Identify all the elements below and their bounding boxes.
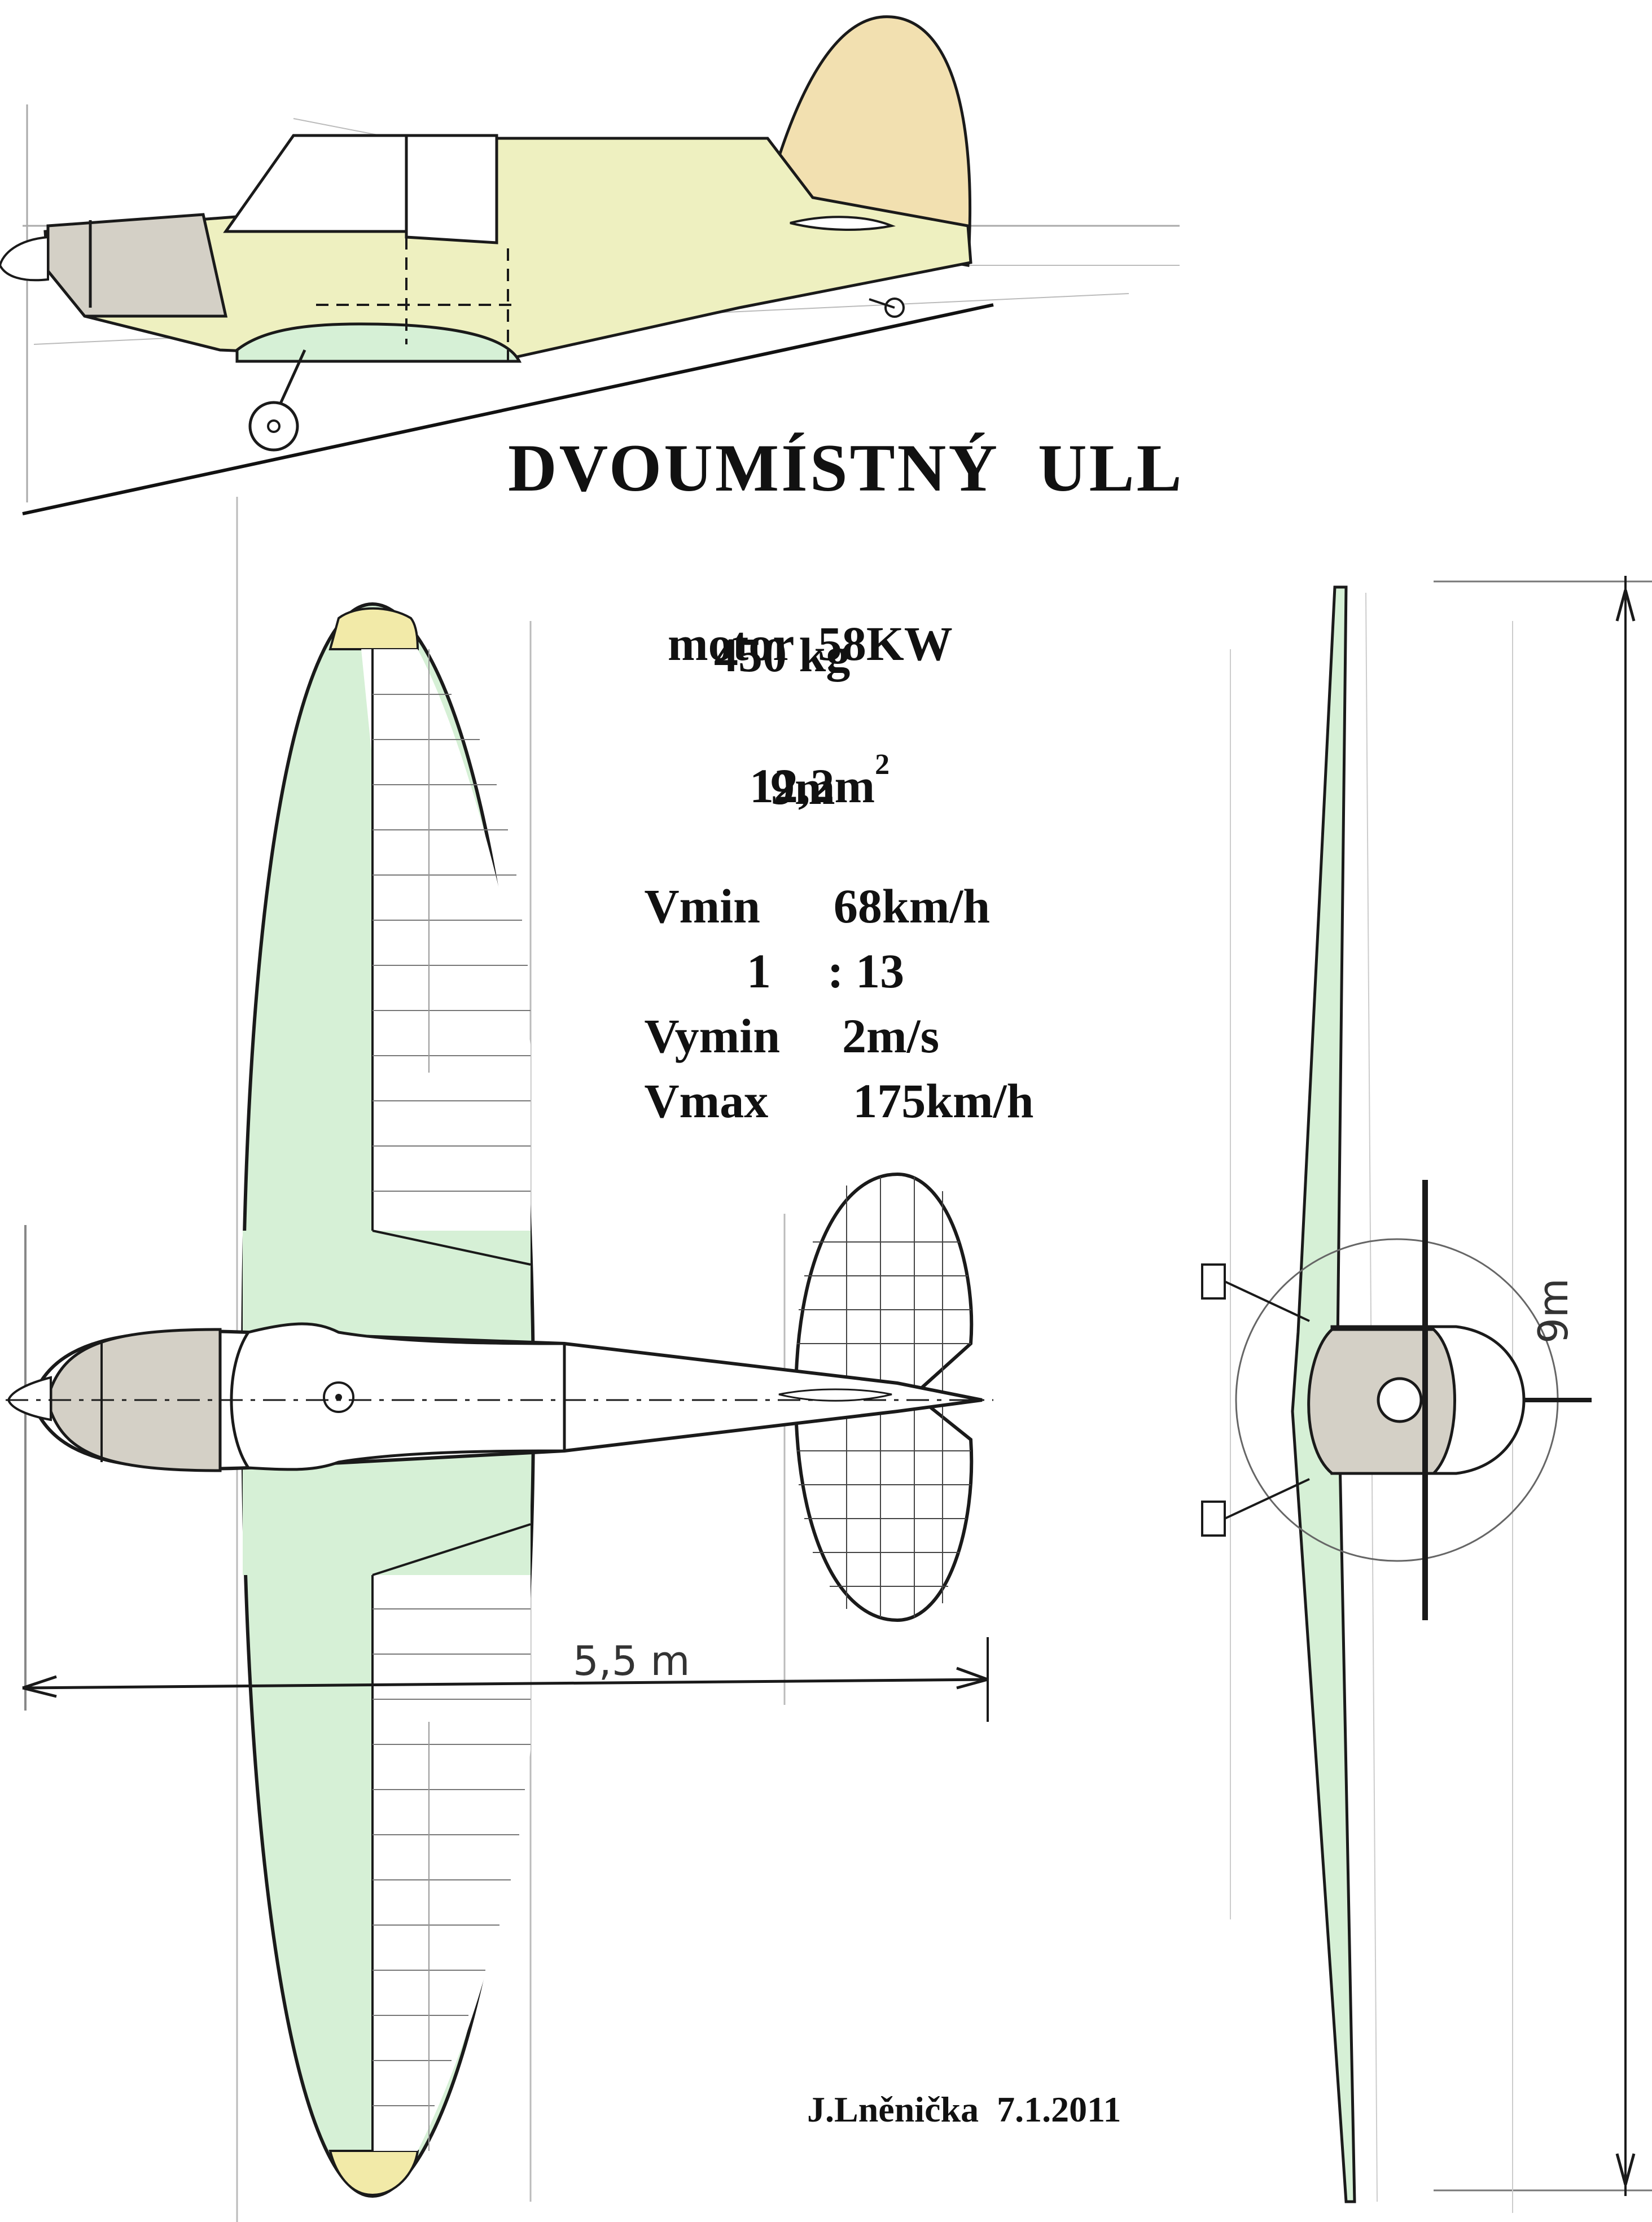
spec-vmin-label: Vmin: [644, 879, 760, 933]
spec-vmax: Vmax 175km/h: [621, 1016, 1033, 1129]
spec-vymin: Vymin 2m/s: [621, 951, 939, 1064]
wing-tip-lower: [328, 2150, 419, 2197]
wheel-front-lower: [1201, 1501, 1226, 1537]
spec-span: 9m: [770, 760, 835, 815]
spinner-front: [1377, 1377, 1423, 1423]
spec-engine-label: motor: [668, 616, 794, 671]
spec-area: 12,2m2: [725, 692, 889, 814]
spec-glide-left: 1: [747, 944, 771, 998]
wheel-front-upper: [1201, 1263, 1226, 1300]
spec-glide-right: : 13: [827, 944, 905, 998]
spec-weight: 450 kg: [714, 628, 851, 682]
spec-vmax-value: 175km/h: [853, 1074, 1034, 1128]
spec-engine: motor 58KW: [643, 559, 953, 672]
spec-vymin-value: 2m/s: [842, 1009, 940, 1063]
drawing-title: DVOUMÍSTNÝ ULL: [508, 430, 1184, 505]
spec-area-exponent: 2: [875, 749, 890, 781]
spec-vmax-label: Vmax: [644, 1074, 769, 1128]
dimension-length: 5,5 m: [573, 1637, 690, 1685]
wing-tip-upper: [328, 607, 419, 650]
spec-area-value: 12,2m: [750, 759, 875, 813]
cg-mark: [323, 1381, 354, 1413]
spinner-side: [0, 235, 49, 282]
spec-engine-value: 58KW: [817, 616, 953, 671]
wing-root-side: [235, 322, 522, 363]
cowling-side: [46, 213, 228, 318]
author-signature: J.Lněnička 7.1.2011: [807, 2089, 1121, 2129]
side-view: [0, 15, 1180, 515]
front-view: [1201, 576, 1652, 2213]
canopy-side: [223, 134, 408, 233]
canopy-top: [230, 1322, 566, 1471]
spec-vmin-value: 68km/h: [833, 879, 991, 933]
top-view: [6, 497, 993, 2222]
spec-glide-ratio: 1 : 13: [722, 886, 904, 999]
spec-vmin: Vmin 68km/h: [621, 821, 990, 934]
dimension-span: 9m: [1530, 1278, 1577, 1344]
spec-vymin-label: Vymin: [644, 1009, 781, 1063]
spinner-top: [7, 1376, 52, 1421]
